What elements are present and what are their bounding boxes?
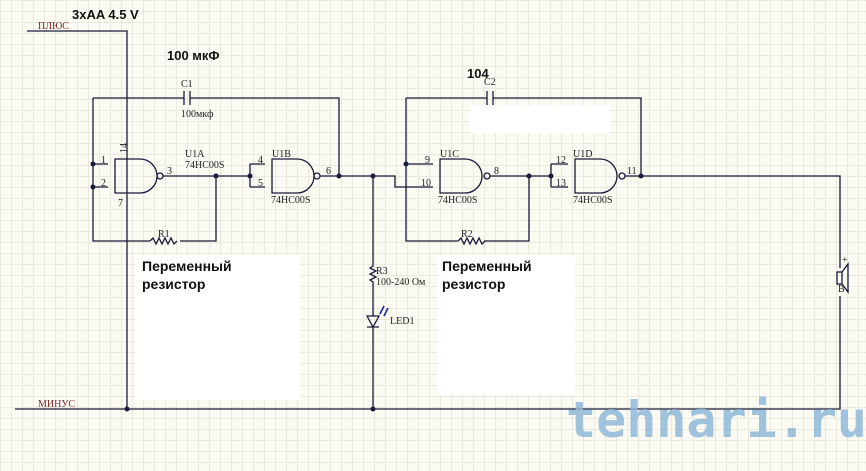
wire (90, 184, 96, 190)
minus-label: МИНУС (38, 399, 75, 410)
led-ref: LED1 (390, 316, 414, 327)
label: 8 (494, 166, 499, 177)
label: 2 (101, 178, 106, 189)
wire (403, 161, 409, 167)
minus-rail (15, 296, 841, 410)
label: 10 (421, 178, 431, 189)
gate-u1b (271, 158, 315, 194)
wire (247, 173, 253, 179)
c2-note: 104 (467, 66, 489, 81)
r3-value: 100-240 Ом (376, 277, 426, 288)
label: 7 (118, 198, 123, 209)
gate-u1c (439, 158, 483, 194)
wire (638, 173, 644, 179)
u1d-part: 74HC00S (573, 195, 612, 206)
u1d-ref: U1D (573, 149, 592, 160)
plus-label: ПЛЮС (38, 21, 69, 32)
buzzer-polarity: + (842, 255, 848, 266)
note-box-left (135, 255, 300, 400)
c2-loop (405, 97, 642, 242)
label: 11 (627, 166, 637, 177)
capacitor-c1 (183, 91, 191, 105)
resistor-r2 (457, 236, 486, 246)
note-left-1: Переменный (142, 258, 232, 274)
wire (526, 173, 532, 179)
wire (320, 163, 433, 188)
label: 5 (258, 178, 263, 189)
u1a-ref: U1A (185, 149, 205, 160)
label: 12 (556, 155, 566, 166)
wire (336, 173, 342, 179)
r3-led-branch (365, 176, 381, 409)
c1-loop (92, 97, 340, 242)
label: 1 (101, 155, 106, 166)
c1-ref: C1 (181, 79, 193, 90)
wire (841, 262, 849, 294)
u1c-part: 74HC00S (438, 195, 477, 206)
label: 6 (326, 166, 331, 177)
wire (124, 406, 130, 412)
u1c-ref: U1C (440, 149, 459, 160)
buzzer-icon (836, 271, 843, 285)
r3-ref: R3 (376, 266, 388, 277)
battery-label: 3xAA 4.5 V (72, 7, 139, 22)
wire (90, 161, 96, 167)
watermark: tehnari.ru (566, 391, 866, 449)
label: 13 (556, 178, 566, 189)
blank-box (470, 105, 610, 133)
label: 14 (119, 143, 130, 153)
wire (548, 173, 554, 179)
label: 9 (425, 155, 430, 166)
note-box-right (438, 255, 575, 395)
u1a-part: 74HC00S (185, 160, 224, 171)
label: 3 (167, 166, 172, 177)
c2-ref: C2 (484, 77, 496, 88)
gate-u1d (574, 158, 618, 194)
wire (213, 173, 219, 179)
wire (156, 172, 164, 180)
wire (483, 172, 491, 180)
resistor-r1 (149, 236, 178, 246)
u1b-ref: U1B (272, 149, 291, 160)
gate-u1a (114, 158, 158, 194)
led-light-icon (379, 305, 389, 317)
label: 4 (258, 155, 263, 166)
wire (618, 172, 626, 180)
r1-ref: R1 (158, 229, 170, 240)
c1-note: 100 мкФ (167, 48, 220, 63)
capacitor-c2 (486, 91, 494, 105)
buzzer-ref: B (838, 284, 845, 295)
wire (313, 172, 321, 180)
r2-ref: R2 (461, 229, 473, 240)
c1-value: 100мкф (181, 109, 214, 120)
note-left-2: резистор (142, 276, 205, 292)
wire (625, 175, 841, 268)
note-right-1: Переменный (442, 258, 532, 274)
u1b-part: 74HC00S (271, 195, 310, 206)
plus-rail (27, 30, 128, 409)
note-right-2: резистор (442, 276, 505, 292)
